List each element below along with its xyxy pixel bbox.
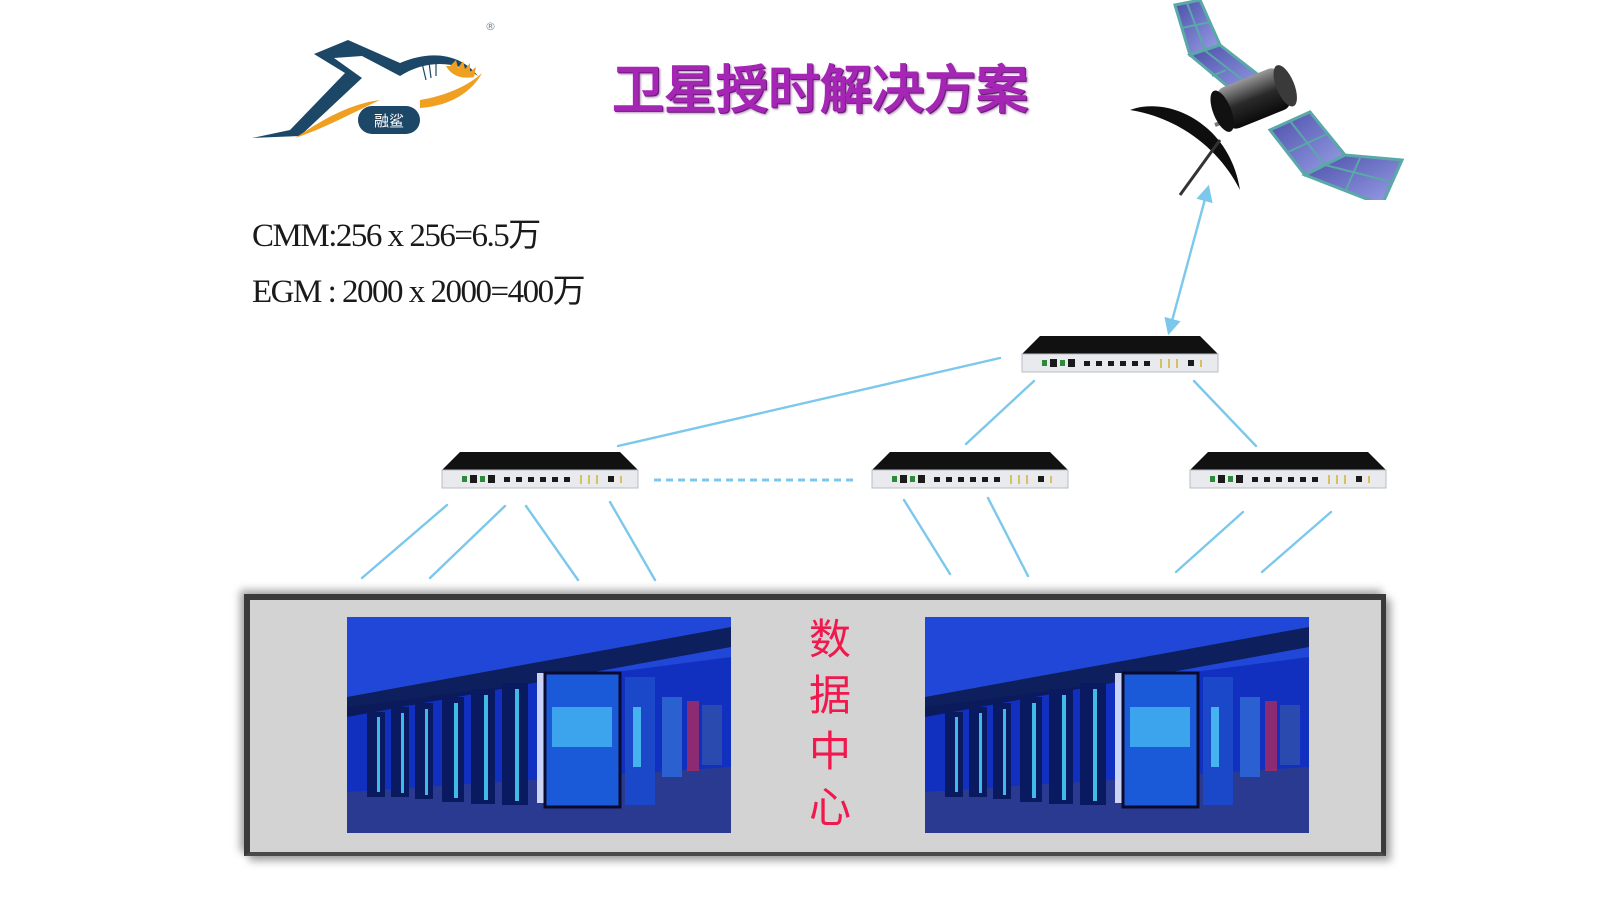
page-title: 卫星授时解决方案 — [612, 61, 1029, 121]
shark-logo-icon: 融鲨 — [252, 40, 482, 138]
rack-server-icon — [1189, 452, 1387, 489]
rack-server-icon — [441, 452, 639, 489]
data-center-label: 数 据 中 心 — [808, 615, 851, 832]
master-clock-device — [1020, 334, 1220, 374]
logo-text: 融鲨 — [374, 112, 404, 130]
data-center-photo-left — [347, 617, 731, 833]
spec-cmm: CMM:256 x 256=6.5万 — [252, 218, 541, 254]
company-logo: 融鲨 — [250, 18, 500, 148]
data-center-photo-right — [925, 617, 1309, 833]
registered-mark: ® — [485, 20, 496, 33]
rack-server-icon — [871, 452, 1069, 489]
satellite-link — [1164, 184, 1213, 336]
satellite-icon — [1120, 0, 1405, 207]
slave-clock-right-device — [1188, 450, 1388, 490]
rack-server-icon — [1021, 336, 1219, 373]
spec-egm: EGM : 2000 x 2000=400万 — [252, 274, 586, 310]
slave-clock-left-device — [440, 450, 640, 490]
slave-clock-middle-device — [870, 450, 1070, 490]
